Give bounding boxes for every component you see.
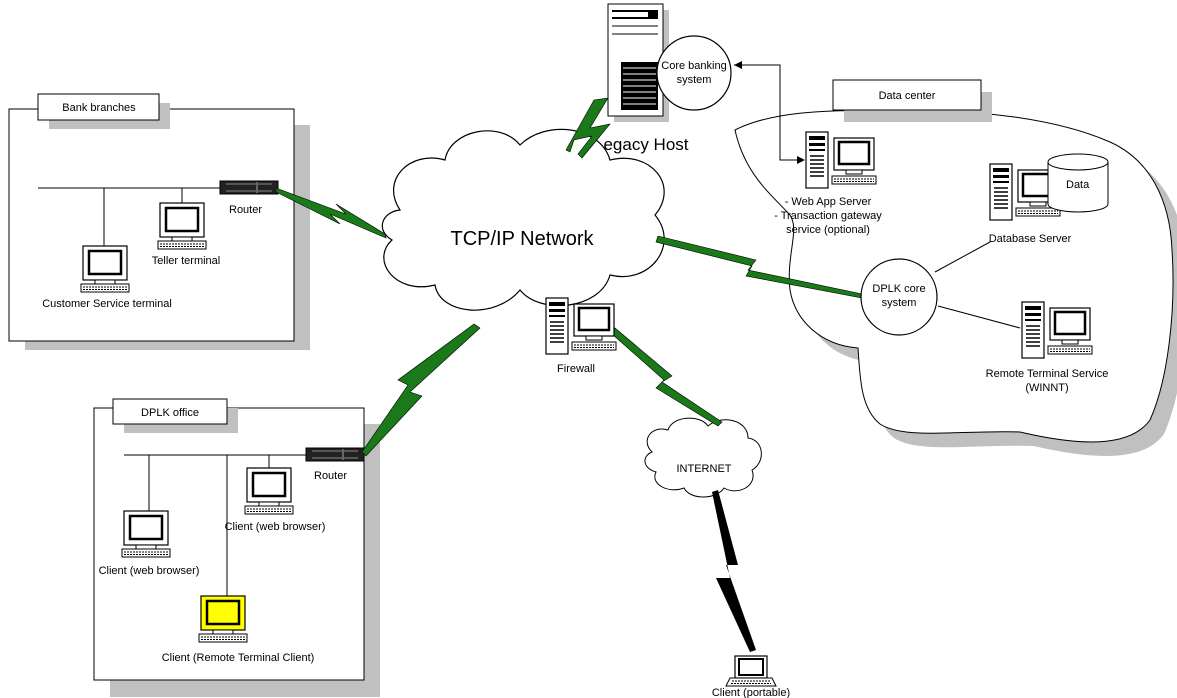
remote-terminal-service: Remote Terminal Service (WINNT) — [986, 300, 1109, 394]
lightning-link-icon — [275, 97, 863, 457]
client-remote-terminal-icon — [197, 594, 249, 644]
client-browser-left-icon — [120, 509, 172, 559]
branch-router-label: Router — [229, 204, 262, 216]
core-to-webapp-link — [734, 61, 805, 164]
teller-terminal-icon — [156, 201, 208, 251]
database-icon — [1047, 153, 1109, 213]
tcpip-network-label: TCP/IP Network — [451, 228, 595, 250]
core-banking-line1: Core banking — [661, 60, 726, 72]
server-icon — [544, 296, 618, 356]
server-icon — [804, 130, 878, 190]
lightning-link-icon — [712, 490, 756, 652]
client-remote-terminal-label: Client (Remote Terminal Client) — [162, 652, 315, 664]
data-label: Data — [1066, 179, 1090, 191]
core-banking-line2: system — [677, 74, 712, 86]
dplk-core-line1: DPLK core — [872, 283, 925, 295]
laptop-icon — [725, 655, 777, 687]
legacy-host: Core banking system Legacy Host — [594, 3, 732, 154]
database-server-label: Database Server — [989, 233, 1072, 245]
customer-service-terminal-label: Customer Service terminal — [42, 298, 172, 310]
client-portable: Client (portable) — [712, 655, 790, 698]
internet-label: INTERNET — [677, 463, 732, 475]
web-app-server: - Web App Server - Transaction gateway s… — [774, 130, 882, 236]
webapp-line1: - Web App Server — [785, 196, 872, 208]
customer-service-terminal-icon — [79, 244, 131, 294]
internet-cloud: INTERNET — [644, 417, 762, 498]
webapp-line3: service (optional) — [786, 224, 870, 236]
tcpip-network-cloud: TCP/IP Network — [381, 128, 665, 311]
teller-terminal-label: Teller terminal — [152, 255, 220, 267]
bank-branches-panel: Bank branches Router Teller terminal Cus… — [8, 93, 310, 350]
data-center-title: Data center — [879, 90, 936, 102]
database-server: Data Database Server — [989, 153, 1109, 245]
dplk-core-line2: system — [882, 297, 917, 309]
router-icon — [305, 447, 365, 462]
dplk-core-system: DPLK core system — [860, 258, 938, 336]
firewall: Firewall — [544, 296, 618, 375]
client-browser-left-label: Client (web browser) — [99, 565, 200, 577]
legacy-host-label: Legacy Host — [594, 135, 689, 154]
office-router-label: Router — [314, 470, 347, 482]
client-browser-right-label: Client (web browser) — [225, 521, 326, 533]
remote-service-line2: (WINNT) — [1025, 382, 1068, 394]
dplk-core-links — [934, 241, 1021, 329]
server-icon — [1020, 300, 1094, 360]
bank-branches-title: Bank branches — [62, 102, 136, 114]
client-browser-right-icon — [243, 466, 295, 516]
firewall-label: Firewall — [557, 363, 595, 375]
webapp-line2: - Transaction gateway — [774, 210, 882, 222]
dplk-office-title: DPLK office — [141, 407, 199, 419]
dplk-office-panel: DPLK office Router Client (web browser) … — [93, 398, 380, 697]
data-center-area: Data center — [734, 79, 1177, 456]
router-icon — [219, 180, 279, 195]
remote-service-line1: Remote Terminal Service — [986, 368, 1109, 380]
client-portable-label: Client (portable) — [712, 687, 790, 698]
